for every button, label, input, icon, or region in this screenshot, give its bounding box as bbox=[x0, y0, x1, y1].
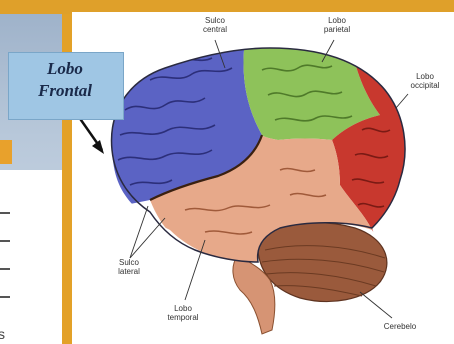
callout-arrowhead bbox=[92, 140, 104, 154]
label-cerebelo: Cerebelo bbox=[370, 322, 430, 331]
callout-label-lobo-frontal: Lobo Frontal bbox=[8, 58, 122, 102]
cut-off-text: s bbox=[0, 326, 5, 342]
label-lobo-parietal: Lobo parietal bbox=[312, 16, 362, 34]
label-lobo-temporal: Lobo temporal bbox=[158, 304, 208, 322]
cerebellum-region bbox=[258, 223, 387, 302]
label-lobo-occipital: Lobo occipital bbox=[398, 72, 452, 90]
label-sulco-lateral: Sulco lateral bbox=[104, 258, 154, 276]
label-sulco-central: Sulco central bbox=[190, 16, 240, 34]
